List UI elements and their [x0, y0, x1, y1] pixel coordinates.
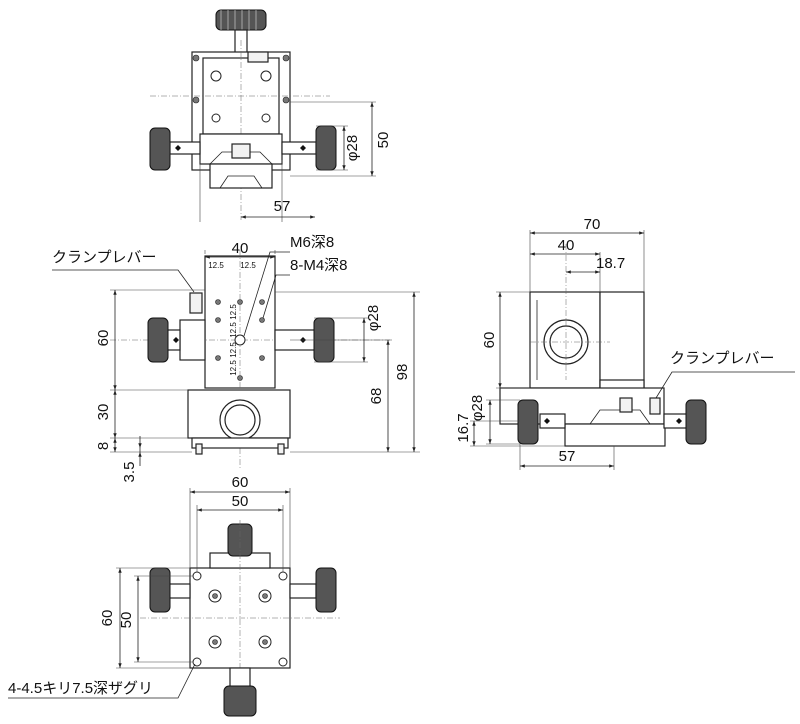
knob-left-bottom	[149, 567, 171, 613]
pitch-label-v4: 12.5	[229, 360, 238, 376]
dim-front-width: 40	[232, 240, 249, 257]
knob-right-top	[315, 125, 337, 171]
pitch-label-v1: 12.5	[229, 304, 238, 320]
knob-left-front	[147, 317, 169, 363]
dim-side-18-7: 18.7	[596, 255, 625, 272]
m6-tap-hole	[234, 334, 246, 346]
callout-m4: 8-M4深8	[290, 257, 348, 274]
knob-right-side	[685, 399, 707, 445]
dim-bottom-60h: 60	[99, 610, 116, 627]
dim-front-98: 98	[394, 364, 411, 381]
pitch-label-2: 12.5	[240, 261, 256, 270]
dim-bottom-50w: 50	[232, 493, 249, 510]
dim-side-70: 70	[584, 216, 601, 233]
dim-bottom-50h: 50	[118, 612, 135, 629]
clamp-top	[247, 51, 269, 63]
callout-m6: M6深8	[290, 234, 334, 251]
clamp-lever-front	[189, 292, 203, 314]
callout-holes: 4-4.5キリ7.5深ザグリ	[8, 680, 153, 697]
front-view: 12.5 12.5 12.5 12.5 12.5 12.5 クランプレバー M6…	[52, 234, 420, 482]
knob-left-top	[149, 127, 171, 171]
callout-clamp-front: クランプレバー	[52, 249, 157, 266]
knob-bottom	[223, 685, 257, 717]
dim-bottom-60w: 60	[232, 474, 249, 491]
pitch-label-v3: 12.5	[229, 342, 238, 358]
dim-side-57: 57	[559, 448, 576, 465]
dim-side-40: 40	[558, 237, 575, 254]
pitch-label-1: 12.5	[208, 261, 224, 270]
knob-top	[215, 9, 267, 31]
side-view: クランプレバー 70 40 18.7 60 φ28 16.7 57	[455, 216, 795, 470]
top-view: 57 50 φ28	[149, 9, 392, 222]
callout-clamp-side: クランプレバー	[670, 350, 775, 367]
knob-right-bottom	[315, 567, 337, 613]
dim-top-height: 50	[375, 132, 392, 149]
knob-left-side	[517, 399, 539, 445]
dim-front-68: 68	[368, 388, 385, 405]
dim-side-knob: φ28	[469, 395, 486, 421]
dim-front-60: 60	[95, 330, 112, 347]
dim-top-width: 57	[274, 198, 291, 215]
base-side	[564, 423, 666, 447]
dim-side-16-7: 16.7	[455, 413, 472, 442]
dim-front-knob: φ28	[365, 305, 382, 331]
dim-top-knob: φ28	[344, 135, 361, 161]
dim-front-30: 30	[95, 404, 112, 421]
pitch-label-v2: 12.5	[229, 322, 238, 338]
dim-side-60: 60	[481, 332, 498, 349]
dim-front-8: 8	[95, 442, 112, 450]
clamp-lever-side	[649, 397, 661, 415]
dim-front-3-5: 3.5	[121, 462, 138, 483]
bottom-view: 60 50 60 50 4-4.5キリ7.5深ザグリ	[8, 474, 340, 717]
